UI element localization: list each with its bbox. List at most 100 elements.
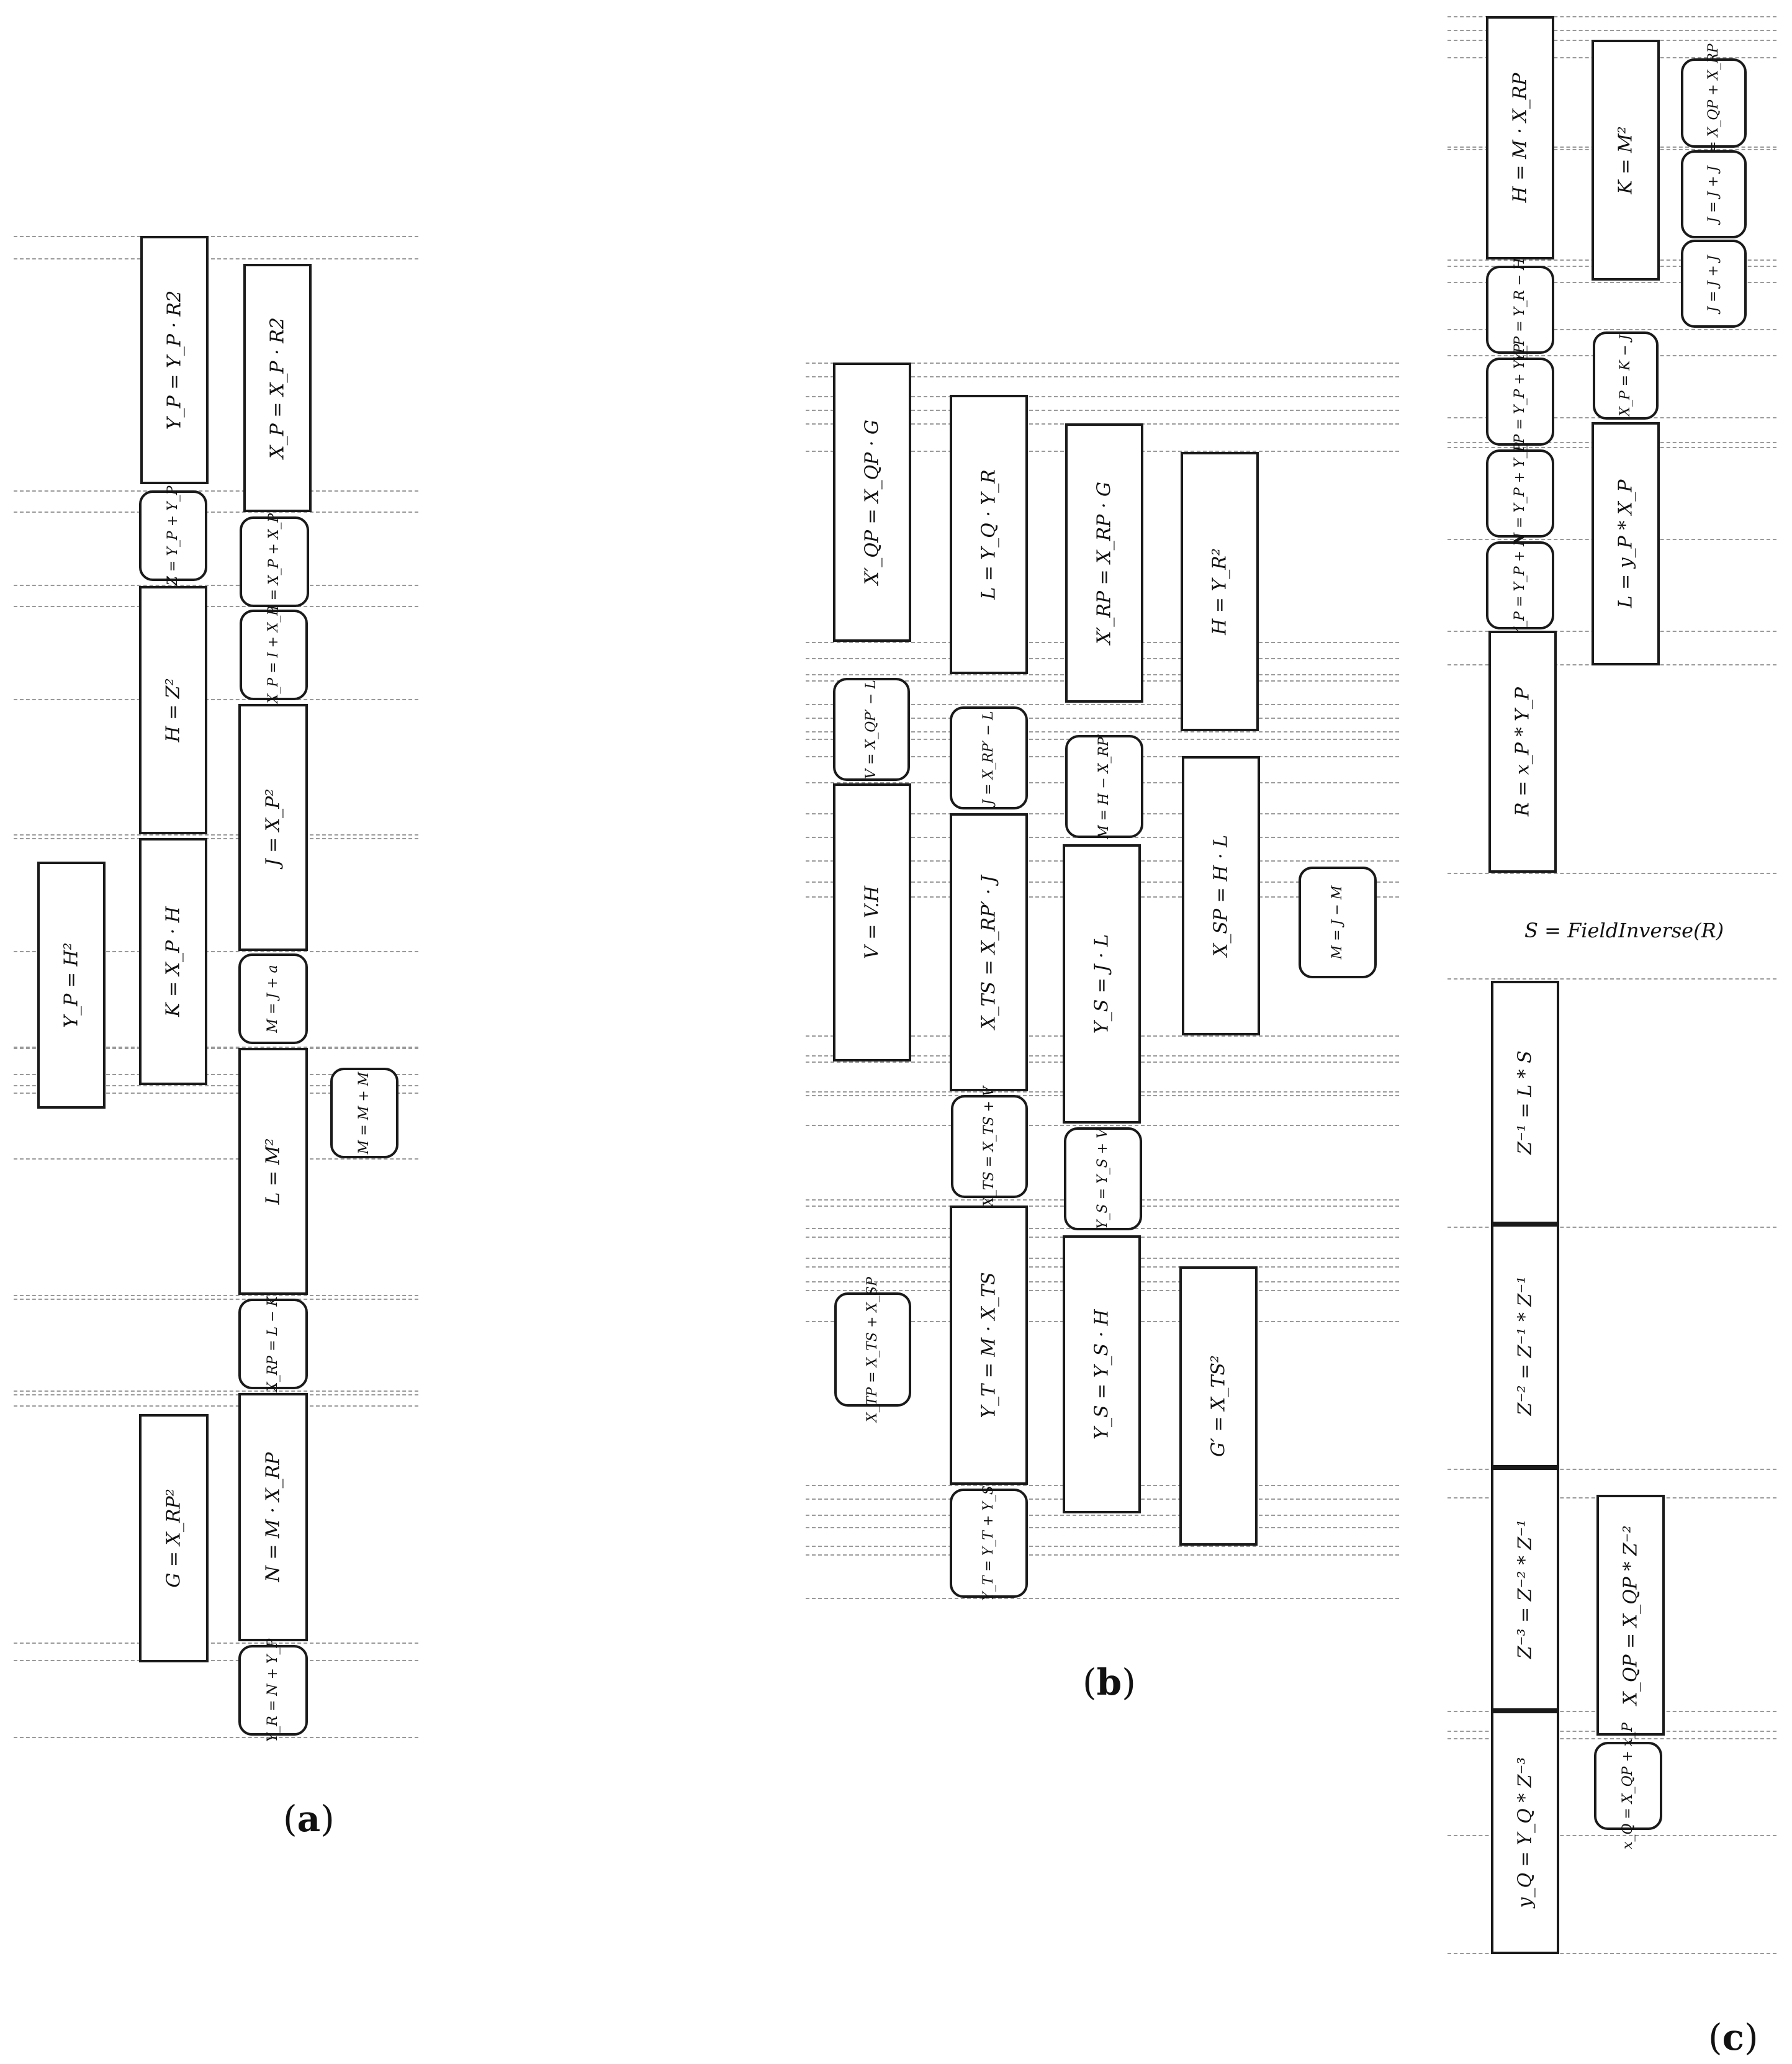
guide-line bbox=[1448, 1227, 1776, 1228]
op-box-small: M = M + M bbox=[330, 1068, 398, 1158]
op-box: y_Q = Y_Q * Z⁻³ bbox=[1491, 1711, 1559, 1954]
op-box-small: J = X_RP′ − L bbox=[950, 706, 1028, 809]
op-box: H = M · X_RP bbox=[1486, 16, 1554, 259]
guide-line bbox=[14, 1660, 418, 1661]
guide-line bbox=[1448, 1953, 1776, 1954]
op-box-small: Y_P = Y_R − H bbox=[1486, 258, 1554, 361]
op-box: Y_T = M · X_TS bbox=[950, 1206, 1028, 1485]
op-box-small: M = J − M bbox=[1299, 867, 1377, 978]
guide-line bbox=[14, 951, 418, 952]
op-box-small: Y_P = Y_P + Y_P bbox=[1486, 344, 1554, 459]
op-box-small: x_Q = X_QP + x_P bbox=[1594, 1723, 1662, 1849]
op-box-small: M = H − X_RP′ bbox=[1065, 734, 1143, 839]
guide-line bbox=[14, 585, 418, 586]
guide-line bbox=[14, 1093, 418, 1094]
op-box: X′_RP = X_RP · G bbox=[1065, 423, 1143, 703]
guide-line bbox=[14, 490, 418, 492]
op-box: N = M · X_RP bbox=[238, 1393, 308, 1641]
op-box: L = y_P * X_P bbox=[1592, 422, 1660, 665]
op-box-small: V = X_QP′ − L bbox=[833, 678, 910, 781]
guide-line bbox=[14, 1048, 418, 1049]
op-box-small: J = J + J bbox=[1681, 240, 1747, 328]
op-box: L = Y_Q · Y_R bbox=[950, 395, 1028, 674]
guide-line bbox=[806, 1554, 1399, 1556]
guide-line bbox=[14, 606, 418, 607]
guide-line bbox=[1448, 16, 1776, 17]
caption-c: (c) bbox=[1708, 2016, 1758, 2058]
op-box: X_P = X_P · R2 bbox=[243, 264, 312, 512]
guide-line bbox=[14, 1643, 418, 1644]
guide-line bbox=[1448, 1469, 1776, 1470]
op-box: H = Y_R² bbox=[1181, 452, 1259, 731]
guide-line bbox=[14, 511, 418, 513]
guide-line bbox=[1448, 873, 1776, 874]
op-box: L = M² bbox=[238, 1048, 308, 1295]
guide-line bbox=[14, 1158, 418, 1160]
guide-line bbox=[14, 1405, 418, 1407]
guide-line bbox=[14, 1394, 418, 1395]
op-box-small: J = X_QP + X_RP bbox=[1681, 43, 1747, 163]
op-box: X_TS = X_RP′ · J bbox=[950, 813, 1028, 1091]
op-box: V = V.H bbox=[833, 783, 911, 1061]
guide-line bbox=[1448, 1738, 1776, 1739]
guide-line bbox=[14, 838, 418, 839]
op-box-small: Y_R = N + Y_P bbox=[238, 1639, 308, 1742]
op-box: R = x_P * Y_P bbox=[1488, 631, 1557, 873]
guide-line bbox=[806, 718, 1399, 719]
field-inverse-label: S = FieldInverse(R) bbox=[1524, 919, 1724, 942]
op-box-small: X_P = I + X_P bbox=[240, 606, 308, 703]
op-box: Y_P = H² bbox=[37, 862, 106, 1109]
guide-line bbox=[14, 1074, 418, 1075]
op-box-small: M = J + a bbox=[238, 953, 308, 1044]
guide-line bbox=[1448, 30, 1776, 31]
guide-line bbox=[1448, 1835, 1776, 1836]
op-box: Y_S = Y_S · H bbox=[1063, 1235, 1141, 1513]
op-box-small: X_P = K − J bbox=[1593, 331, 1659, 420]
guide-line bbox=[14, 1295, 418, 1296]
op-box-small: J = J + J bbox=[1681, 150, 1747, 238]
guide-line bbox=[806, 410, 1399, 411]
guide-line bbox=[14, 236, 418, 237]
guide-line bbox=[1448, 978, 1776, 980]
guide-line bbox=[806, 731, 1399, 732]
op-box-small: Y_S = Y_S + V bbox=[1064, 1127, 1142, 1230]
op-box-small: X_RP = L − K bbox=[238, 1296, 308, 1392]
guide-line bbox=[14, 1737, 418, 1738]
guide-line bbox=[806, 396, 1399, 397]
guide-line bbox=[806, 1546, 1399, 1547]
guide-line bbox=[806, 1527, 1399, 1528]
guide-line bbox=[806, 376, 1399, 377]
guide-line bbox=[806, 1515, 1399, 1516]
op-box-small: Y_P = Y_P + N bbox=[1486, 534, 1554, 636]
op-box: Z⁻² = Z⁻¹ * Z⁻¹ bbox=[1491, 1224, 1559, 1467]
op-box: J = X_P² bbox=[238, 704, 308, 951]
guide-line bbox=[1448, 282, 1776, 283]
guide-line bbox=[14, 1390, 418, 1392]
guide-line bbox=[14, 834, 418, 836]
guide-line bbox=[806, 1598, 1399, 1599]
op-box-small: X_TP = X_TS + X_SP bbox=[834, 1277, 911, 1422]
op-box: X′_QP = X_QP · G bbox=[833, 363, 911, 642]
op-box: Y_P = Y_P · R2 bbox=[140, 236, 209, 484]
op-box: X_QP = X_QP * Z⁻² bbox=[1596, 1495, 1665, 1736]
op-box: Y_S = J · L bbox=[1063, 844, 1141, 1124]
guide-line bbox=[806, 1125, 1399, 1126]
op-box-small: X_TS = X_TS + V bbox=[951, 1086, 1028, 1207]
op-box: K = M² bbox=[1592, 40, 1660, 281]
op-box-small: I = X_P + X_P bbox=[240, 513, 309, 610]
op-box-small: Y_T = Y_T + Y_S bbox=[950, 1485, 1028, 1601]
op-box-small: N = Y_P + Y_P bbox=[1486, 443, 1554, 544]
guide-line bbox=[14, 258, 418, 259]
guide-line bbox=[14, 1085, 418, 1086]
guide-line bbox=[14, 699, 418, 700]
caption-b: (b) bbox=[1083, 1661, 1136, 1703]
guide-line bbox=[14, 1299, 418, 1300]
op-box: G′ = X_TS² bbox=[1179, 1266, 1258, 1546]
op-box: H = Z² bbox=[139, 586, 207, 834]
op-box: X_SP = H · L bbox=[1182, 756, 1260, 1035]
op-box: Z⁻¹ = L * S bbox=[1491, 981, 1559, 1224]
guide-line bbox=[806, 363, 1399, 364]
op-box: K = X_P · H bbox=[139, 838, 207, 1085]
guide-line bbox=[14, 1047, 418, 1048]
